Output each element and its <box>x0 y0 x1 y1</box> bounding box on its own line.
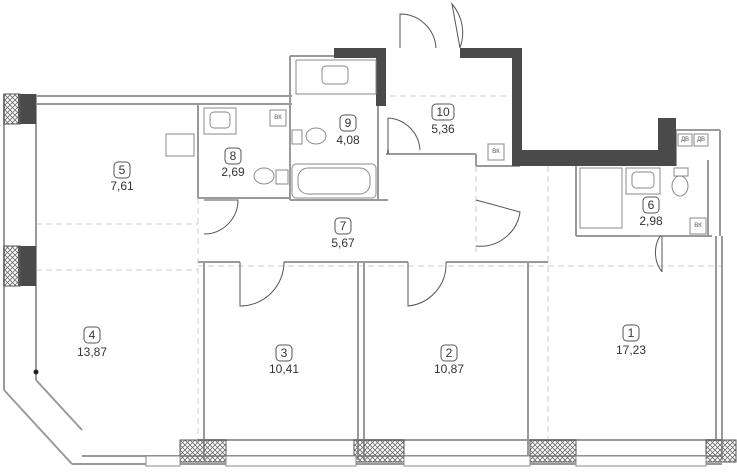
room-label-2: 2 10,87 <box>434 344 464 376</box>
room-number-2: 2 <box>446 346 453 360</box>
room-area-4: 13,87 <box>77 345 107 359</box>
structural-walls <box>18 48 676 286</box>
room-area-10: 5,36 <box>431 122 455 136</box>
room-number-10: 10 <box>436 105 450 119</box>
room-area-7: 5,67 <box>331 236 355 250</box>
db-badge-2: ДВ <box>693 133 709 147</box>
doors <box>203 2 663 307</box>
room-number-8: 8 <box>230 149 237 163</box>
room-boundaries <box>36 95 722 460</box>
vk-badge-1-label: ВК <box>274 115 282 121</box>
room-number-1: 1 <box>628 326 635 340</box>
room-area-5: 7,61 <box>110 179 134 193</box>
db-badge-2-label: ДВ <box>697 137 705 143</box>
room-label-10: 10 5,36 <box>431 103 455 136</box>
db-badge-1: ДВ <box>677 133 693 147</box>
room-number-6: 6 <box>648 198 655 212</box>
room-label-4: 4 13,87 <box>77 326 107 359</box>
room-area-3: 10,41 <box>269 362 299 376</box>
room-label-7: 7 5,67 <box>331 217 355 250</box>
vk-badge-2: ВК <box>487 143 505 161</box>
room-number-4: 4 <box>89 328 96 342</box>
room-area-9: 4,08 <box>336 133 360 147</box>
room-area-8: 2,69 <box>221 165 245 179</box>
windows <box>3 93 737 467</box>
room-area-6: 2,98 <box>639 214 663 228</box>
db-badge-1-label: ДВ <box>681 137 689 143</box>
vk-badge-1: ВК <box>269 109 287 127</box>
fixtures <box>165 59 689 229</box>
room-number-9: 9 <box>345 116 352 130</box>
room-label-3: 3 10,41 <box>269 344 299 376</box>
measurement-dot <box>33 369 39 375</box>
room-number-5: 5 <box>119 163 126 177</box>
room-label-5: 5 7,61 <box>110 161 134 193</box>
room-number-3: 3 <box>281 346 288 360</box>
room-number-7: 7 <box>340 219 347 233</box>
room-label-9: 9 4,08 <box>336 114 360 147</box>
vk-badge-3-label: ВК <box>694 223 702 229</box>
interior-walls <box>3 55 723 465</box>
room-label-6: 6 2,98 <box>639 196 663 228</box>
vk-badge-2-label: ВК <box>492 149 500 155</box>
room-label-1: 1 17,23 <box>616 324 646 357</box>
room-area-1: 17,23 <box>616 343 646 357</box>
room-area-2: 10,87 <box>434 362 464 376</box>
room-label-8: 8 2,69 <box>221 147 245 179</box>
vk-badge-3: ВК <box>689 217 707 235</box>
